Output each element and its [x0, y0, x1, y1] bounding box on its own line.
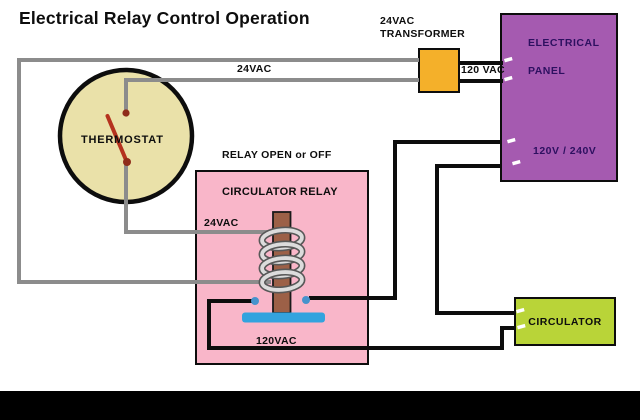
page-title: Electrical Relay Control Operation — [19, 8, 310, 28]
transformer-label-line1: 24VAC — [380, 15, 415, 27]
wire-label-24vac: 24VAC — [237, 63, 272, 75]
bottom-black-bar — [0, 391, 640, 420]
circulator-label: CIRCULATOR — [528, 315, 602, 328]
transformer-box — [418, 48, 460, 93]
relay-state-label: RELAY OPEN or OFF — [222, 149, 332, 161]
wire-panel-to-circulator — [435, 164, 515, 315]
relay-title-label: CIRCULATOR RELAY — [222, 186, 338, 198]
circulator-box: CIRCULATOR — [514, 297, 616, 346]
panel-label-line1: ELECTRICAL — [528, 37, 600, 49]
electrical-panel-box: ELECTRICAL PANEL 120V / 240V — [500, 13, 618, 182]
relay-coil-voltage-label: 24VAC — [204, 217, 239, 229]
panel-voltage-label: 120V / 240V — [533, 145, 597, 157]
switch-contact-bottom — [123, 158, 131, 166]
switch-contact-top — [122, 109, 130, 117]
transformer-label-line2: TRANSFORMER — [380, 28, 465, 40]
relay-load-voltage-label: 120VAC — [256, 335, 297, 347]
wire-24vac-to-thermostat — [124, 78, 419, 114]
wire-label-120vac: 120 VAC — [461, 64, 505, 76]
panel-label-line2: PANEL — [528, 65, 566, 77]
thermostat-label: THERMOSTAT — [81, 134, 164, 146]
